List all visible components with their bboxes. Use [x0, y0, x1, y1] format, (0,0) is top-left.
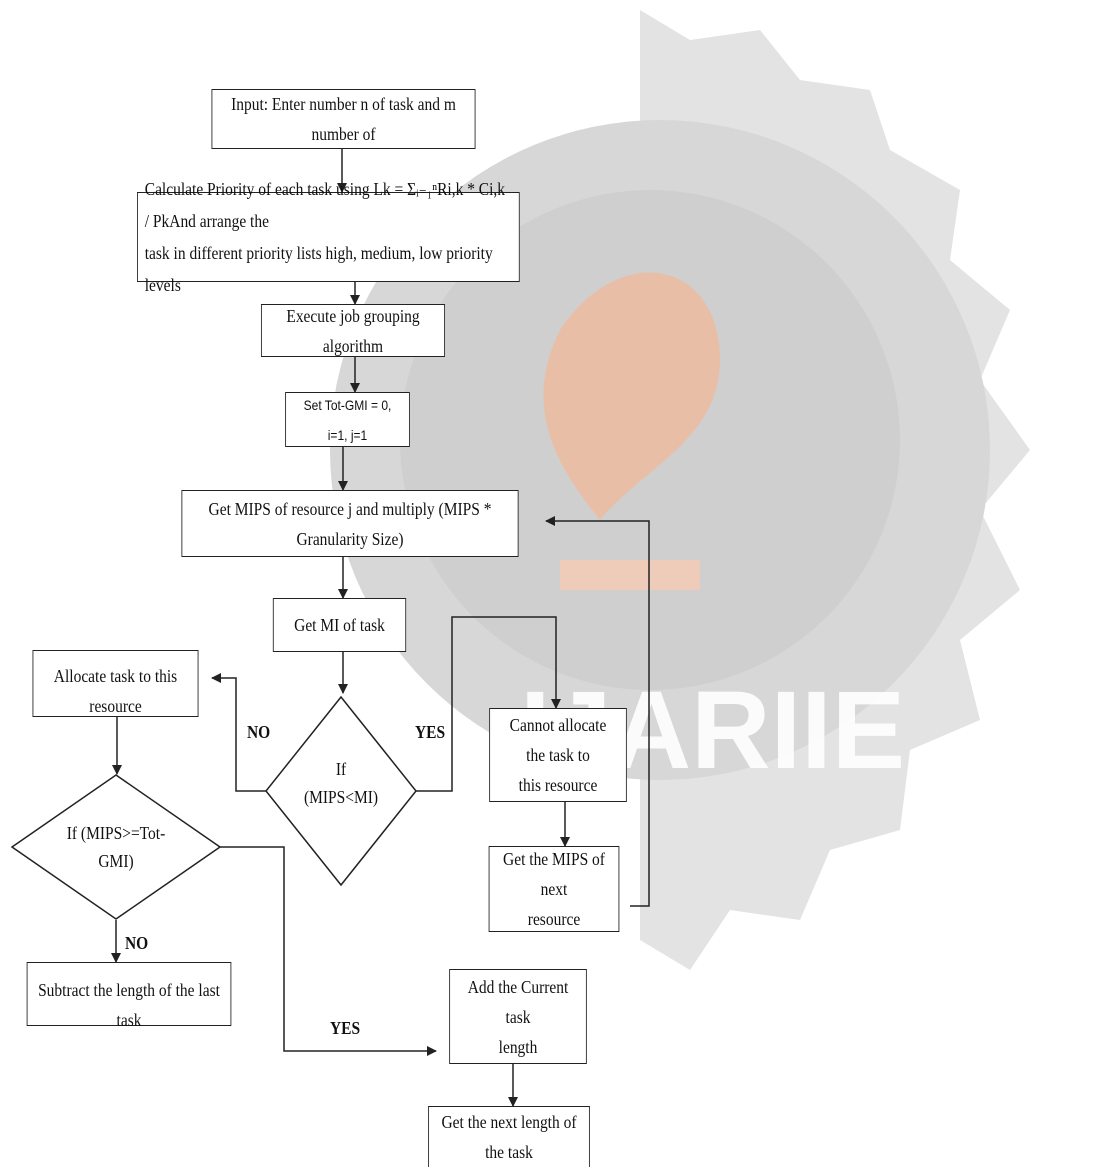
cannot-allocate-line1: Cannot allocate the task to — [509, 715, 607, 765]
input-text: Input: Enter number n of task and m numb… — [231, 94, 456, 144]
cannot-allocate-box: Cannot allocate the task to this resourc… — [489, 708, 627, 802]
next-mips-line2: resource — [527, 909, 581, 929]
add-length-box: Add the Current task length — [449, 969, 587, 1064]
arrow-nextmips-loop — [545, 516, 650, 907]
priority-box: Calculate Priority of each task using Lk… — [137, 179, 520, 295]
get-mi-text: Get MI of task — [294, 615, 385, 635]
subtract-text: Subtract the length of the last task — [38, 980, 220, 1030]
arrow-decision2-yes — [218, 846, 437, 1056]
decision2-text-line2: GMI) — [98, 851, 134, 871]
watermark-orange-stripe — [560, 560, 700, 590]
decision1-text: If (MIPS<MI) — [289, 755, 392, 811]
get-mips-box: Get MIPS of resource j and multiply (MIP… — [181, 490, 519, 557]
get-mips-text: Get MIPS of resource j and multiply (MIP… — [208, 498, 492, 549]
next-mips-line1: Get the MIPS of next — [503, 849, 605, 899]
decision2-diamond — [10, 774, 222, 920]
next-length-text: Get the next length of the task — [441, 1112, 577, 1162]
next-length-box: Get the next length of the task — [428, 1106, 590, 1167]
add-length-line1: Add the Current task — [467, 976, 569, 1027]
decision2-text: If (MIPS>=Tot- GMI) — [47, 819, 185, 875]
label-yes-decision2: YES — [330, 1018, 361, 1038]
job-grouping-text: Execute job grouping algorithm — [286, 305, 420, 356]
add-length-line2: length — [498, 1036, 538, 1057]
label-yes-decision1: YES — [415, 722, 446, 742]
input-box: Input: Enter number n of task and m numb… — [211, 89, 476, 149]
decision1-text-line1: If — [335, 759, 347, 779]
label-no-decision2: NO — [125, 933, 149, 953]
allocate-text: Allocate task to this resource — [53, 666, 178, 716]
decision1-diamond — [265, 695, 417, 887]
decision1-text-line2: (MIPS<MI) — [303, 787, 379, 807]
set-vars-box: Set Tot-GMI = 0, i=1, j=1 — [285, 392, 410, 447]
next-mips-box: Get the MIPS of next resource — [488, 846, 620, 932]
priority-text-line1: Calculate Priority of each task using Lk… — [144, 179, 506, 231]
decision2-text-line1: If (MIPS>=Tot- — [66, 823, 166, 843]
priority-text-line2: task in different priority lists high, m… — [144, 243, 493, 295]
allocate-box: Allocate task to this resource — [32, 650, 199, 717]
get-mi-box: Get MI of task — [272, 598, 407, 652]
set-vars-text: Set Tot-GMI = 0, i=1, j=1 — [303, 396, 392, 443]
watermark-flame — [543, 272, 720, 520]
cannot-allocate-line2: this resource — [518, 775, 598, 795]
job-grouping-box: Execute job grouping algorithm — [260, 304, 446, 357]
arrow-decision1-no — [211, 673, 266, 792]
label-no-decision1: NO — [247, 722, 271, 742]
subtract-box: Subtract the length of the last task — [26, 962, 232, 1030]
arrow-decision1-yes — [416, 616, 561, 792]
